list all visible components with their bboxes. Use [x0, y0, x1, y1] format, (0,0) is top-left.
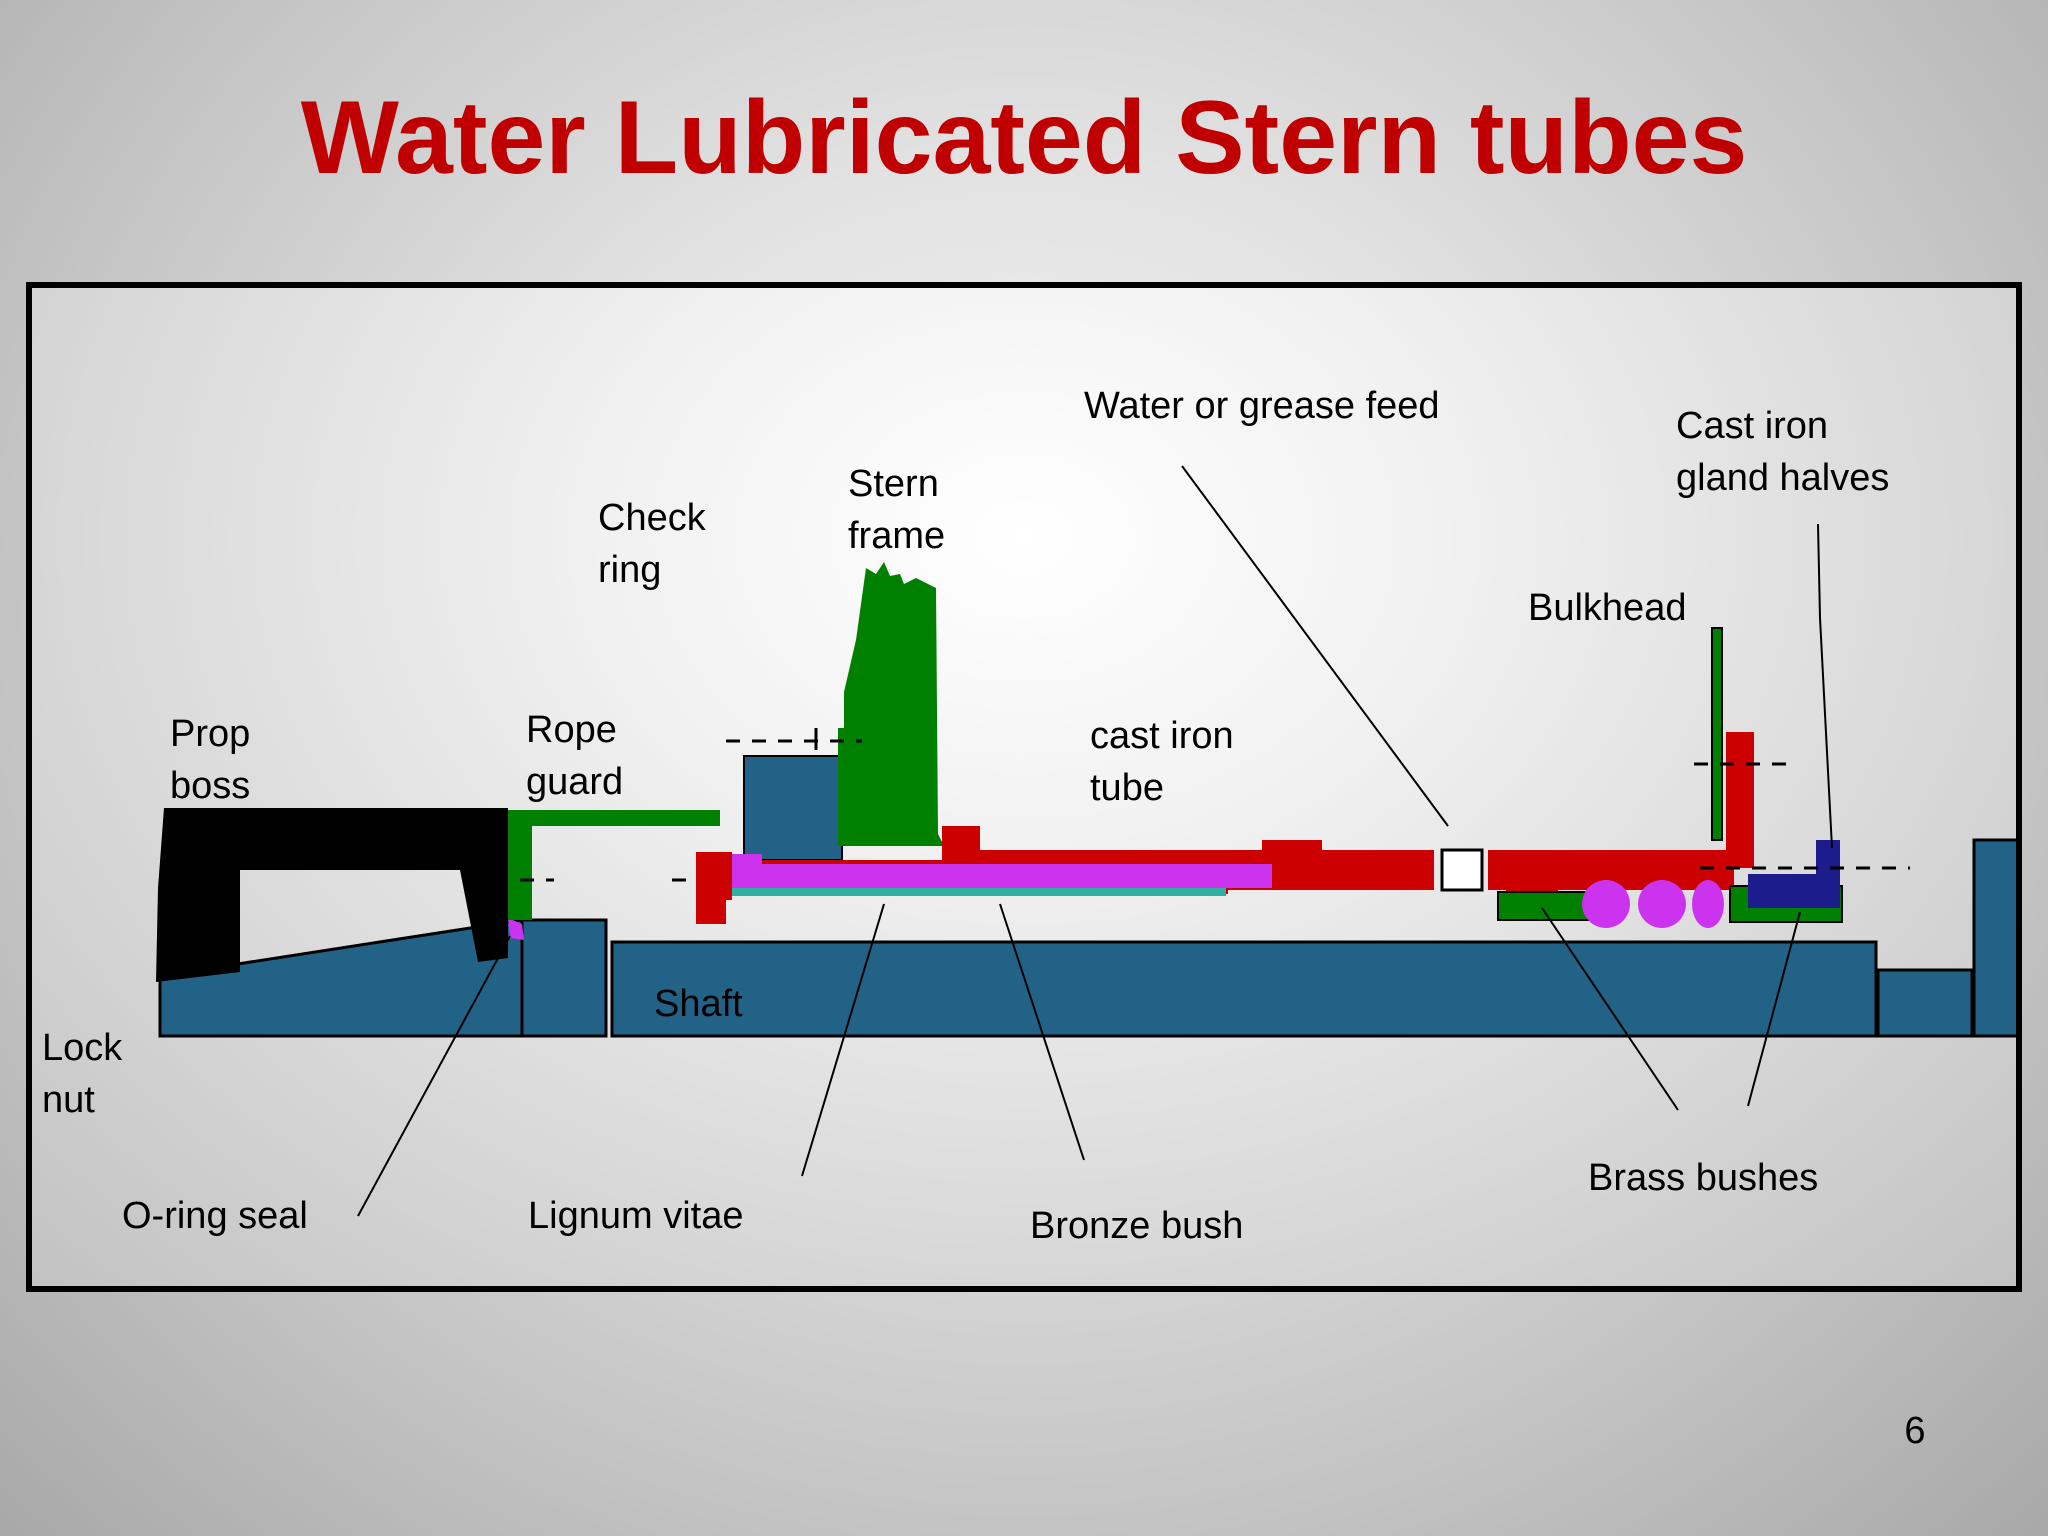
cast-iron-tube	[696, 826, 1434, 920]
o-ring-seal-label: O-ring seal	[122, 1195, 308, 1237]
rope-guard-label-line1: Rope	[526, 709, 617, 751]
cast-iron-tube-aft	[1488, 732, 1754, 916]
check-ring	[743, 755, 843, 861]
check-ring-label-line1: Check	[598, 497, 707, 539]
shaft-coupling	[1876, 968, 1974, 1038]
brass-bush-1	[1582, 880, 1630, 928]
cast-iron-gland-halves	[1748, 840, 1840, 908]
prop-boss	[156, 808, 508, 982]
cast-iron-gland-label-line1: Cast iron	[1676, 405, 1828, 447]
slide-title: Water Lubricated Stern tubes	[300, 80, 1748, 196]
bulkhead	[1711, 627, 1723, 841]
stern-frame	[844, 562, 942, 846]
stern-frame-label-line1: Stern	[848, 463, 939, 505]
bulkhead-label: Bulkhead	[1528, 587, 1686, 629]
cast-iron-tube-label-line1: cast iron	[1090, 715, 1234, 757]
cast-iron-tube-label-line2: tube	[1090, 767, 1164, 809]
lock-nut-label-line1: Lock	[42, 1027, 123, 1069]
rope-guard-vertical	[508, 810, 532, 920]
stern-tube-diagram: Prop boss Rope guard Check ring Stern fr…	[42, 385, 2016, 1247]
rope-guard-horizontal	[508, 810, 720, 826]
shaft-label: Shaft	[654, 983, 743, 1025]
shaft	[610, 940, 1878, 1038]
gland-housing-left	[1497, 891, 1595, 921]
lignum-vitae	[732, 888, 1226, 896]
cast-iron-gland-label-line2: gland halves	[1676, 457, 1889, 499]
centre-lines	[494, 728, 1910, 882]
water-feed-inlet	[1440, 848, 1484, 892]
brass-bush-3	[1692, 880, 1724, 928]
bronze-bush-lip	[732, 854, 762, 866]
prop-boss-label-line1: Prop	[170, 713, 250, 755]
shaft-collar	[520, 918, 608, 1038]
brass-bushes-label: Brass bushes	[1588, 1157, 1818, 1199]
prop-boss-label-line2: boss	[170, 765, 250, 807]
stern-frame-label-line2: frame	[848, 515, 945, 557]
check-ring-label-line2: ring	[598, 549, 661, 591]
rope-guard-label-line2: guard	[526, 761, 623, 803]
diagram-frame: Prop boss Rope guard Check ring Stern fr…	[26, 282, 2022, 1292]
stern-frame-base	[838, 728, 852, 846]
o-ring-seal	[508, 918, 524, 940]
water-feed-label: Water or grease feed	[1084, 385, 1440, 427]
bronze-bush-label: Bronze bush	[1030, 1205, 1243, 1247]
lignum-vitae-label: Lignum vitae	[528, 1195, 743, 1237]
page-number: 6	[1904, 1410, 1926, 1452]
tube-left-flange	[696, 854, 726, 924]
lock-nut-label-line2: nut	[42, 1079, 95, 1121]
bronze-bush	[732, 864, 1272, 888]
leader-lines	[357, 465, 1833, 1217]
brass-bush-2	[1638, 880, 1686, 928]
shaft-end-flange	[1972, 838, 2016, 1038]
